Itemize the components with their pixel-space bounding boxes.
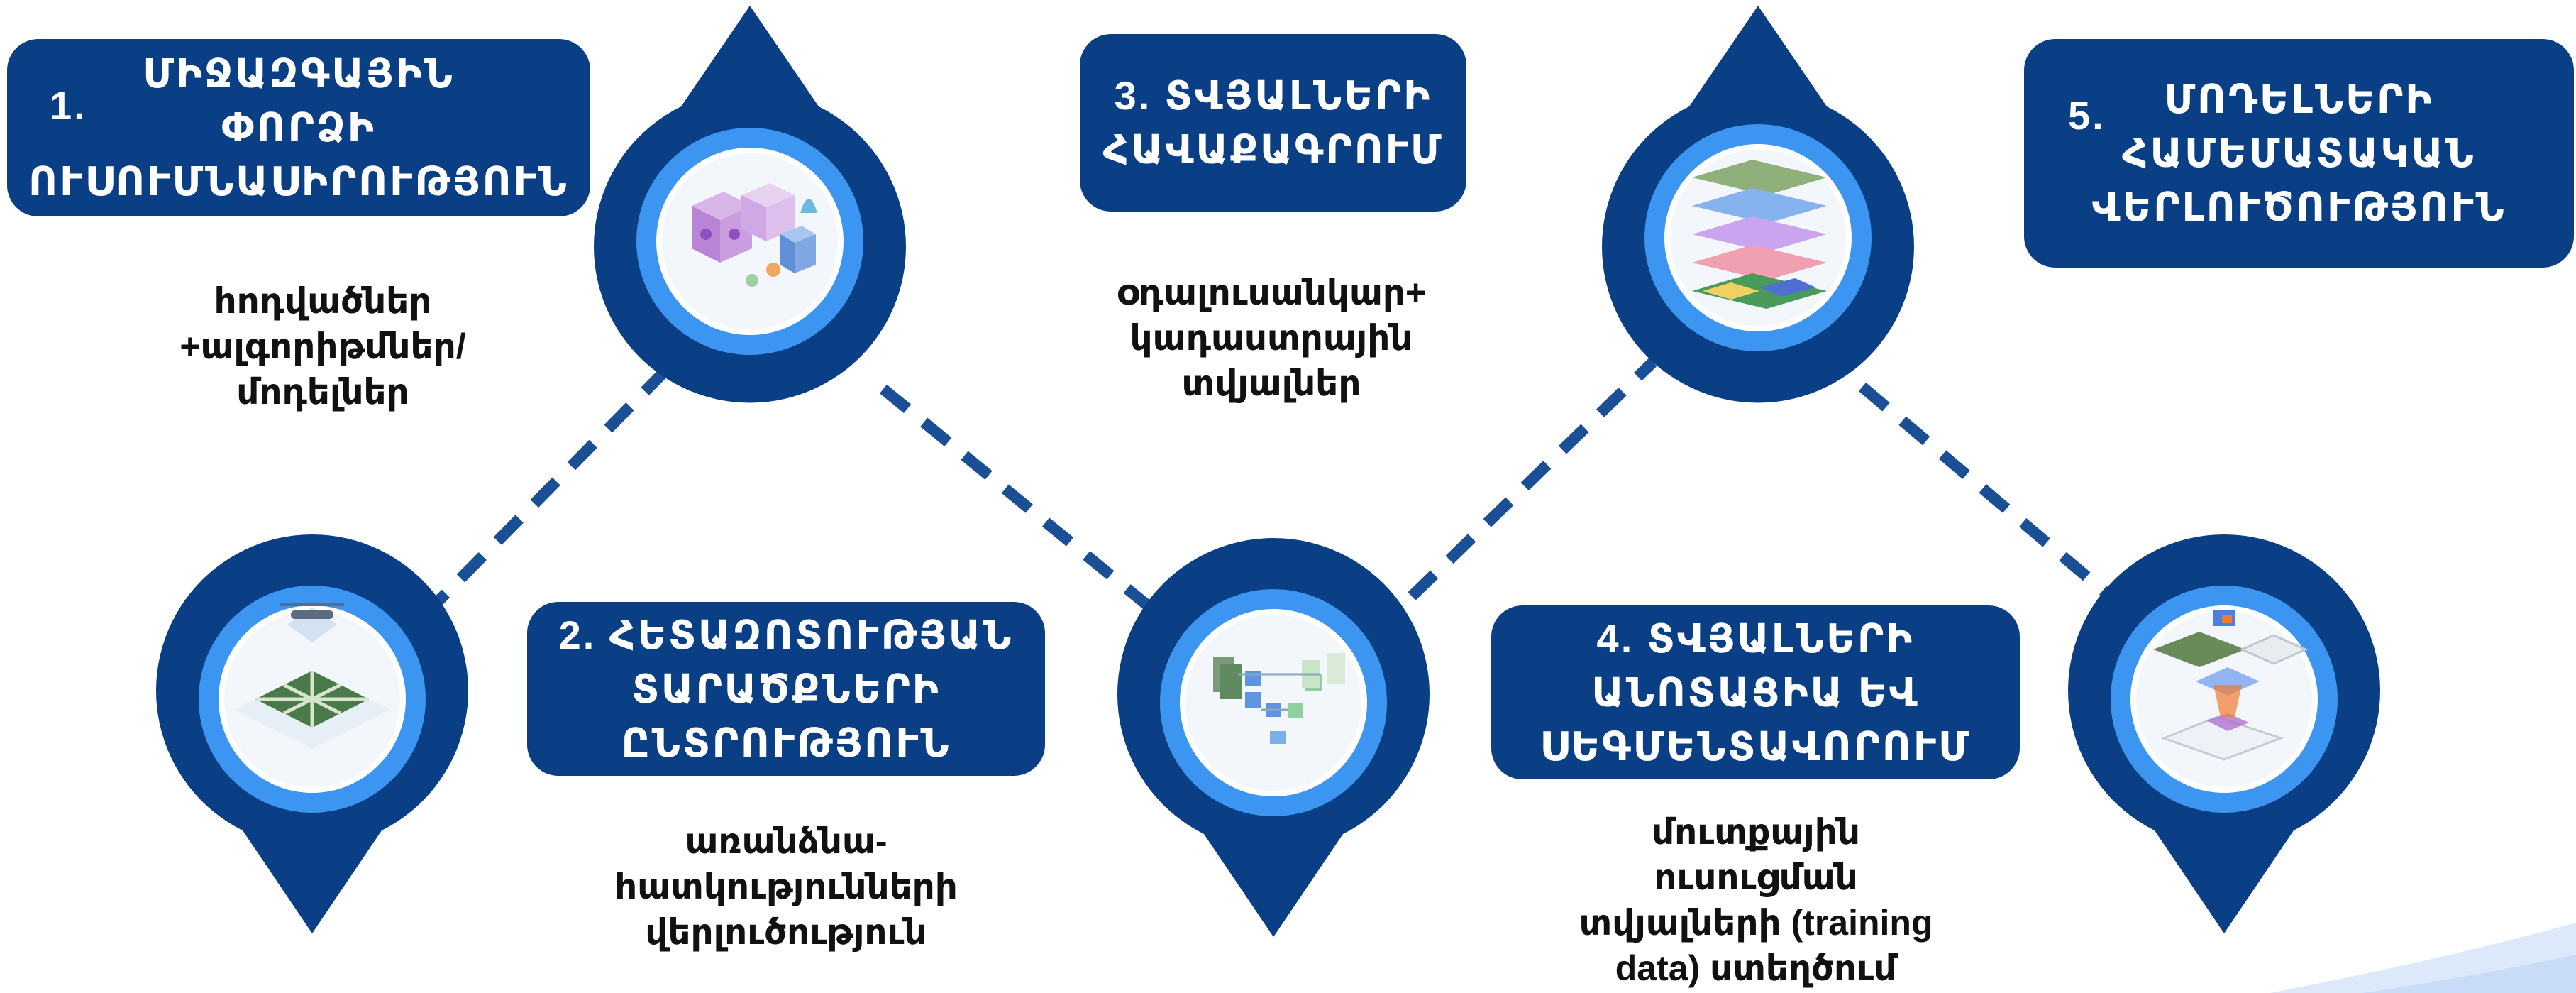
step-3-title-box: 3. ՏՎՅԱԼՆԵՐԻ ՀԱՎԱՔԱԳՐՈՒՄ bbox=[1080, 34, 1466, 212]
step-4-title-box: 4. ՏՎՅԱԼՆԵՐԻ ԱՆՈՏԱՑԻԱ ԵՎ ՍԵԳՄԵՆՏԱՎՈՐՈՒՄ bbox=[1491, 605, 2020, 779]
step-3-description-line: տվյալներ bbox=[1181, 363, 1361, 403]
3d-cell-cubes-icon bbox=[692, 183, 817, 287]
step-4-description-line: data) ստեղծում bbox=[1615, 948, 1897, 988]
step-3-title-line: ՀԱՎԱՔԱԳՐՈՒՄ bbox=[1102, 127, 1444, 172]
step-1-description-line: +ալգորիթմներ/ bbox=[179, 327, 466, 366]
step-4-description: մուտքային ուսուցման տվյալների (training … bbox=[1557, 809, 1955, 991]
step-1-title-line: ՈՒՍՈՒՄՆԱՍԻՐՈՒԹՅՈՒՆ bbox=[28, 159, 569, 204]
step-1-number: 1. bbox=[50, 83, 87, 128]
step-2-description-line: վերլուծություն bbox=[645, 912, 927, 952]
neural-network-layers-icon bbox=[1213, 653, 1345, 744]
step-2-title-box: 2. ՀԵՏԱԶՈՏՈՒԹՅԱՆ ՏԱՐԱԾՔՆԵՐԻ ԸՆՏՐՈՒԹՅՈՒՆ bbox=[527, 602, 1045, 776]
step-5-title: ՄՈԴԵԼՆԵՐԻ ՀԱՄԵՄԱՏԱԿԱՆ ՎԵՐԼՈՒԾՈՒԹՅՈՒՆ bbox=[2042, 72, 2555, 234]
step-3-description-line: կադաստրային bbox=[1129, 318, 1413, 358]
step-2-title-line: ԸՆՏՐՈՒԹՅՈՒՆ bbox=[621, 720, 951, 765]
step-2-title-line: 2. ՀԵՏԱԶՈՏՈՒԹՅԱՆ bbox=[558, 612, 1014, 657]
drone-map-tiles-icon bbox=[234, 603, 390, 749]
step-4-title-line: ՍԵԳՄԵՆՏԱՎՈՐՈՒՄ bbox=[1539, 723, 1972, 769]
step-5-title-line: ՄՈԴԵԼՆԵՐԻ bbox=[2164, 77, 2434, 121]
step-2-description-line: առանձնա- bbox=[685, 821, 888, 861]
step-1-title-line: ՓՈՐՁԻ bbox=[221, 105, 376, 150]
map-comparison-layers-icon bbox=[2153, 610, 2309, 761]
step-3-title: 3. ՏՎՅԱԼՆԵՐԻ ՀԱՎԱՔԱԳՐՈՒՄ bbox=[1102, 69, 1443, 177]
step-3-description-line: օդալուսանկար+ bbox=[1116, 273, 1427, 312]
step-2-title: 2. ՀԵՏԱԶՈՏՈՒԹՅԱՆ ՏԱՐԱԾՔՆԵՐԻ ԸՆՏՐՈՒԹՅՈՒՆ bbox=[559, 608, 1014, 770]
step-3-description: օդալուսանկար+ կադաստրային տվյալներ bbox=[1073, 270, 1470, 406]
step-5-title-line: ՀԱՄԵՄԱՏԱԿԱՆ bbox=[2122, 131, 2476, 175]
step-5-title-line: ՎԵՐԼՈՒԾՈՒԹՅՈՒՆ bbox=[2091, 185, 2506, 229]
step-4-description-line: տվյալների (training bbox=[1579, 903, 1933, 943]
step-2-title-line: ՏԱՐԱԾՔՆԵՐԻ bbox=[631, 666, 941, 711]
step-4-description-line: ուսուցման bbox=[1654, 857, 1858, 897]
step-1-title: ՄԻՋԱԶԳԱՅԻՆ ՓՈՐՁԻ ՈՒՍՈՒՄՆԱՍԻՐՈՒԹՅՈՒՆ bbox=[26, 47, 572, 209]
step-1-title-box: 1. ՄԻՋԱԶԳԱՅԻՆ ՓՈՐՁԻ ՈՒՍՈՒՄՆԱՍԻՐՈՒԹՅՈՒՆ bbox=[7, 39, 590, 216]
step-1-description-line: մոդելներ bbox=[236, 372, 409, 412]
step-1-description: հոդվածներ +ալգորիթմներ/ մոդելներ bbox=[124, 278, 521, 415]
step-4-description-line: մուտքային bbox=[1652, 812, 1860, 852]
step-1-title-line: ՄԻՋԱԶԳԱՅԻՆ bbox=[143, 51, 455, 96]
step-2-description: առանձնա- հատկությունների վերլուծություն bbox=[587, 818, 985, 955]
step-4-title-line: 4. ՏՎՅԱԼՆԵՐԻ bbox=[1596, 615, 1915, 661]
step-4-title: 4. ՏՎՅԱԼՆԵՐԻ ԱՆՈՏԱՑԻԱ ԵՎ ՍԵԳՄԵՆՏԱՎՈՐՈՒՄ bbox=[1539, 612, 1972, 774]
step-3-title-line: 3. ՏՎՅԱԼՆԵՐԻ bbox=[1114, 73, 1432, 118]
stacked-map-layers-icon bbox=[1692, 160, 1827, 309]
step-2-description-line: հատկությունների bbox=[614, 867, 958, 906]
step-5-title-box: 5. ՄՈԴԵԼՆԵՐԻ ՀԱՄԵՄԱՏԱԿԱՆ ՎԵՐԼՈՒԾՈՒԹՅՈՒՆ bbox=[2024, 39, 2574, 268]
step-5-number: 5. bbox=[2068, 93, 2106, 138]
step-1-description-line: հոդվածներ bbox=[214, 281, 432, 321]
connector-1-3 bbox=[879, 384, 1154, 612]
connector-1-2 bbox=[425, 365, 671, 615]
step-4-title-line: ԱՆՈՏԱՑԻԱ ԵՎ bbox=[1591, 669, 1920, 715]
